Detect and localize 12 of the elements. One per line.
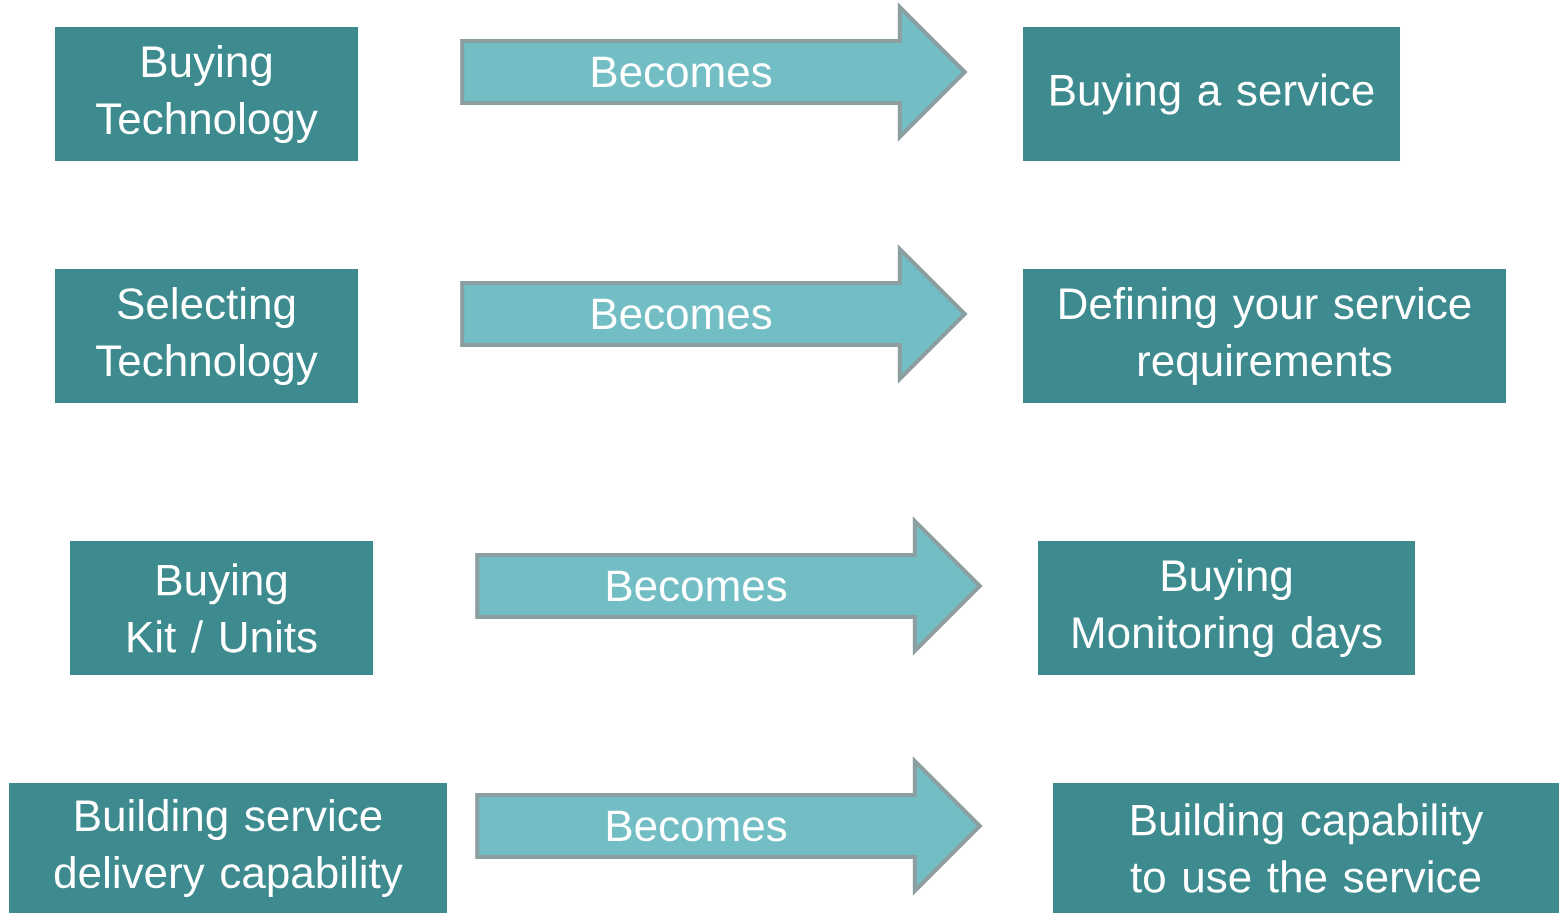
- process-box: Buying Technology: [55, 27, 358, 161]
- process-box: Buying a service: [1023, 27, 1400, 161]
- process-box: Defining your service requirements: [1023, 269, 1506, 403]
- process-box: Building capability to use the service: [1053, 783, 1559, 913]
- edge-label: Becomes: [588, 55, 774, 89]
- process-box: Selecting Technology: [55, 269, 358, 403]
- edge-label: Becomes: [588, 297, 774, 331]
- edge-label: Becomes: [603, 569, 789, 603]
- edge-label: Becomes: [603, 809, 789, 843]
- process-box: Building service delivery capability: [9, 783, 447, 913]
- process-box: Buying Kit / Units: [70, 541, 373, 675]
- process-box: Buying Monitoring days: [1038, 541, 1415, 675]
